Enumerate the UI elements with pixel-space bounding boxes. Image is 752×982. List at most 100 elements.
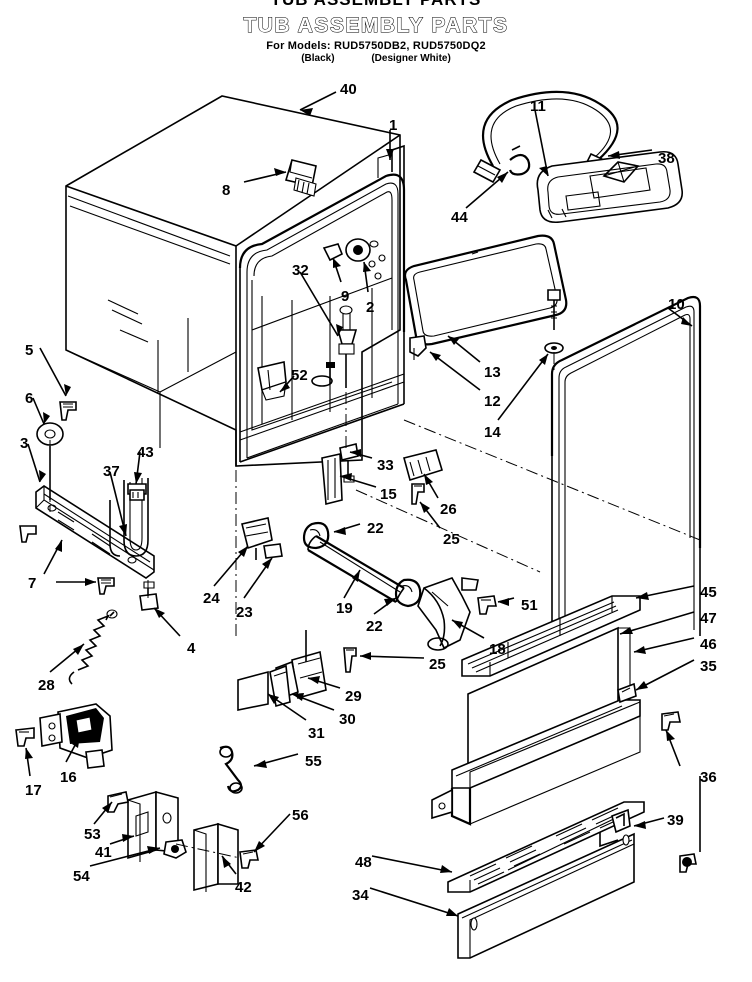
callout-hose-clamp-lower: 22 [366,618,383,635]
callout-link-rod: 55 [305,753,322,770]
callout-bushing: 9 [341,288,350,305]
callout-screw-hinge: 17 [25,782,42,799]
callout-vent-assembly: 32 [292,262,309,279]
bushing-grommet-graphic [322,238,386,280]
callout-door-inner-panel: 13 [484,364,501,381]
callout-hose-clamp: 44 [451,209,468,226]
callout-screw-motor: 25 [429,656,446,673]
sump-check-valve-graphic [321,443,359,506]
callout-hose-clamp-pair: 22 [367,520,384,537]
callout-roller-wheel: 6 [25,390,34,407]
tub-front-frame-graphic [238,144,406,463]
callout-panel-clip: 35 [700,658,717,675]
callout-drain-elbow: 18 [489,641,506,658]
heat-shield-graphic [193,822,239,892]
page-title: TUB ASSEMBLY PARTS [243,14,509,38]
door-hinge-assembly-graphic [39,703,113,769]
door-gasket-seal-graphic [550,295,702,640]
drain-elbow-graphic [417,577,479,651]
callout-plate-strike: 31 [308,725,325,742]
door-spring-graphic [68,609,118,685]
callout-grommet: 2 [366,299,375,316]
clip-vent-graphic [611,808,631,834]
leveling-leg-rear-graphic [241,517,283,560]
door-fastener-graphic [544,289,564,354]
bracket-clamp-graphic [403,449,443,505]
centerlines [49,352,701,859]
callout-drain-hose: 38 [658,150,675,167]
callout-screw-shield: 56 [292,807,309,824]
nut-bracket-graphic [163,839,187,859]
callout-leveling-leg-front: 4 [187,640,196,657]
callout-tub-front-frame: 1 [389,117,398,134]
callout-grommet-door: 12 [484,393,501,410]
mounting-bracket-graphic [127,790,179,862]
grommet-door-graphic [409,335,427,360]
callout-screw-bracket: 53 [84,826,101,843]
callout-outer-door-panel: 46 [700,636,717,653]
color-variants: (Black) (Designer White) [0,53,752,64]
callout-overfill-tube: 37 [103,463,120,480]
lower-access-panel-graphic [457,832,635,959]
callout-terminal-block: 8 [222,182,231,199]
callout-leveling-leg-rear: 24 [203,590,220,607]
model-list: For Models: RUD5750DB2, RUD5750DQ2 [266,40,486,52]
callout-lower-access-panel: 34 [352,887,369,904]
screw-motor-graphic [343,647,357,673]
callout-bracket-clamp: 26 [440,501,457,518]
screw-panel-graphic [661,711,697,873]
panel-clip-graphic [617,682,637,704]
callout-clip-vent: 39 [667,812,684,829]
callout-screw-track: 7 [28,575,37,592]
callout-screw-mount: 25 [443,531,460,548]
sheet-header: TUB ASSEMBLY PARTS TUB ASSEMBLY PARTS Fo… [0,0,752,64]
callout-sump-check-valve: 15 [380,486,397,503]
screw-hinge-graphic [15,727,35,747]
cropped-header-line: TUB ASSEMBLY PARTS [0,0,752,13]
callout-access-panel-trim-upper: 45 [700,584,717,601]
screw-shield-graphic [239,849,259,869]
vent-assembly-graphic [336,305,358,388]
door-inner-panel-graphic [403,234,568,346]
screw-pump-graphic [477,595,497,615]
callout-door-catch: 29 [345,688,362,705]
lower-track-graphic [35,485,155,579]
callout-screw-pump: 51 [521,597,538,614]
callout-drain-hose-inner: 19 [336,600,353,617]
leveling-leg-front-graphic [139,581,159,611]
callout-nut-leveling: 23 [236,604,253,621]
callout-mounting-bracket: 41 [95,844,112,861]
callout-nut-bracket: 54 [73,868,90,885]
callout-screw-panel: 36 [700,769,717,786]
plate-strike-graphic [237,670,269,711]
drain-hose-inner-graphic [307,535,405,603]
hose-clamp-upper-graphic [302,521,330,550]
link-rod-graphic [219,745,243,794]
callout-insulation-blanket: 47 [700,610,717,627]
callout-screw-small: 33 [377,457,394,474]
callout-clip-retainer: 43 [137,444,154,461]
clip-retainer-graphic [129,489,145,501]
terminal-block-graphic [284,159,317,197]
callout-tub-outer-wrap: 40 [340,81,357,98]
color-white-label: (Designer White) [371,53,451,64]
callout-door-spring: 28 [38,677,55,694]
callout-float-switch: 52 [291,367,308,384]
callout-door-handle-latch-assembly: 11 [530,98,546,115]
vent-grille-panel-graphic [447,801,645,893]
hose-clamp-lower-graphic [394,578,422,608]
callout-door-hinge-assembly: 16 [60,769,77,786]
callout-heat-shield: 42 [235,879,252,896]
callout-vent-grille-panel: 48 [355,854,372,871]
callout-strike-lever: 30 [339,711,356,728]
door-handle-latch-graphic [536,150,684,224]
panel-trim-upper-graphic [461,595,641,677]
cropped-header-text: TUB ASSEMBLY PARTS [0,0,752,10]
color-black-label: (Black) [301,53,335,64]
float-switch-graphic [257,361,335,401]
hose-clamp-graphic [508,145,531,176]
tub-outer-wrap-graphic [65,95,401,467]
callout-door-gasket-seal: 10 [668,296,685,313]
